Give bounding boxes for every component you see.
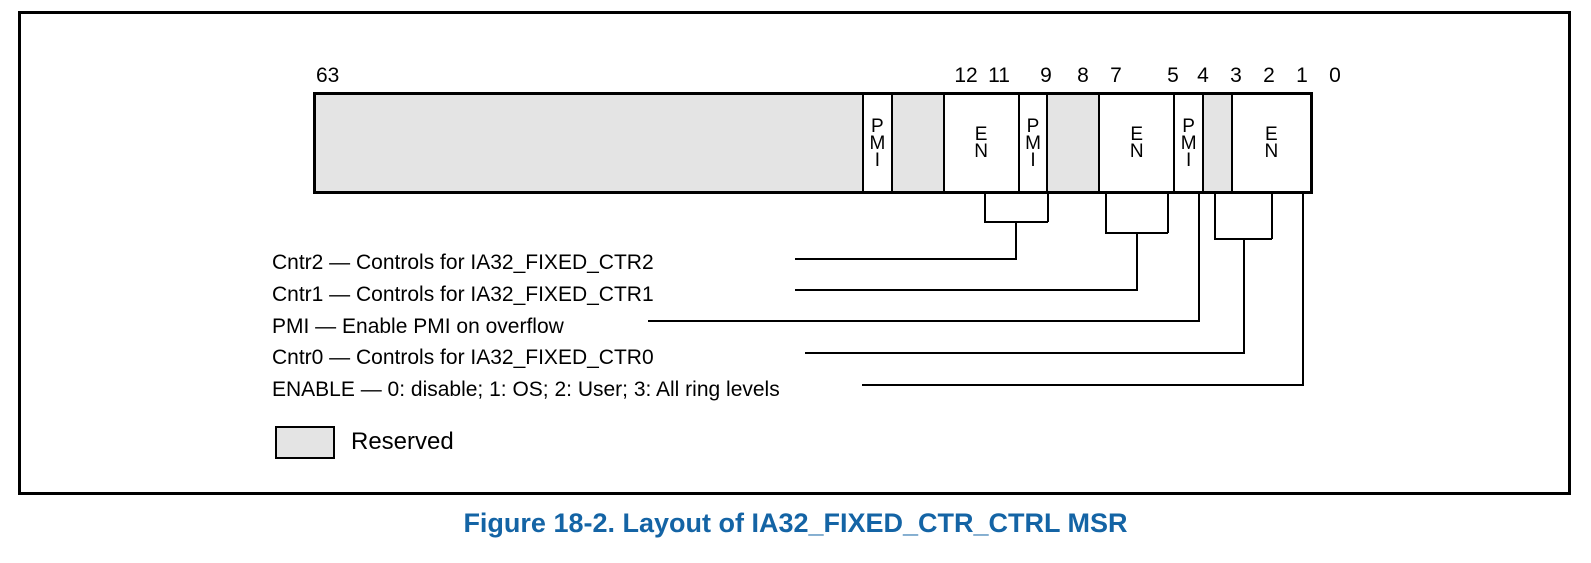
- bit-number-3: 3: [1230, 64, 1242, 87]
- figure-caption: Figure 18-2. Layout of IA32_FIXED_CTR_CT…: [463, 508, 1128, 538]
- bit-number-0: 0: [1329, 64, 1341, 87]
- bit-number-11: 11: [988, 64, 1010, 87]
- bit-label-63: 63: [316, 64, 340, 87]
- legend-row-2: PMI — Enable PMI on overflow: [272, 315, 564, 338]
- bit-number-7: 7: [1110, 64, 1122, 87]
- legend-row-0: Cntr2 — Controls for IA32_FIXED_CTR2: [272, 251, 654, 274]
- bit-number-5: 5: [1167, 64, 1179, 87]
- legend-row-4: ENABLE — 0: disable; 1: OS; 2: User; 3: …: [272, 378, 780, 401]
- bit-number-4: 4: [1197, 64, 1209, 87]
- bit-number-12: 12: [954, 64, 978, 87]
- legend-row-1: Cntr1 — Controls for IA32_FIXED_CTR1: [272, 283, 654, 306]
- bit-number-8: 8: [1077, 64, 1089, 87]
- bit-cell-reserved-6: [1048, 95, 1101, 191]
- legend-row-3: Cntr0 — Controls for IA32_FIXED_CTR0: [272, 346, 654, 369]
- bit-cell-reserved-63-13: [316, 95, 865, 191]
- bit-number-9: 9: [1040, 64, 1052, 87]
- bit-number-1: 1: [1296, 64, 1308, 87]
- bit-number-2: 2: [1263, 64, 1275, 87]
- bit-cell-reserved-2: [1203, 95, 1233, 191]
- bit-cell-reserved-11-10: [892, 95, 945, 191]
- reserved-swatch: [275, 426, 335, 459]
- reserved-label: Reserved: [351, 428, 454, 455]
